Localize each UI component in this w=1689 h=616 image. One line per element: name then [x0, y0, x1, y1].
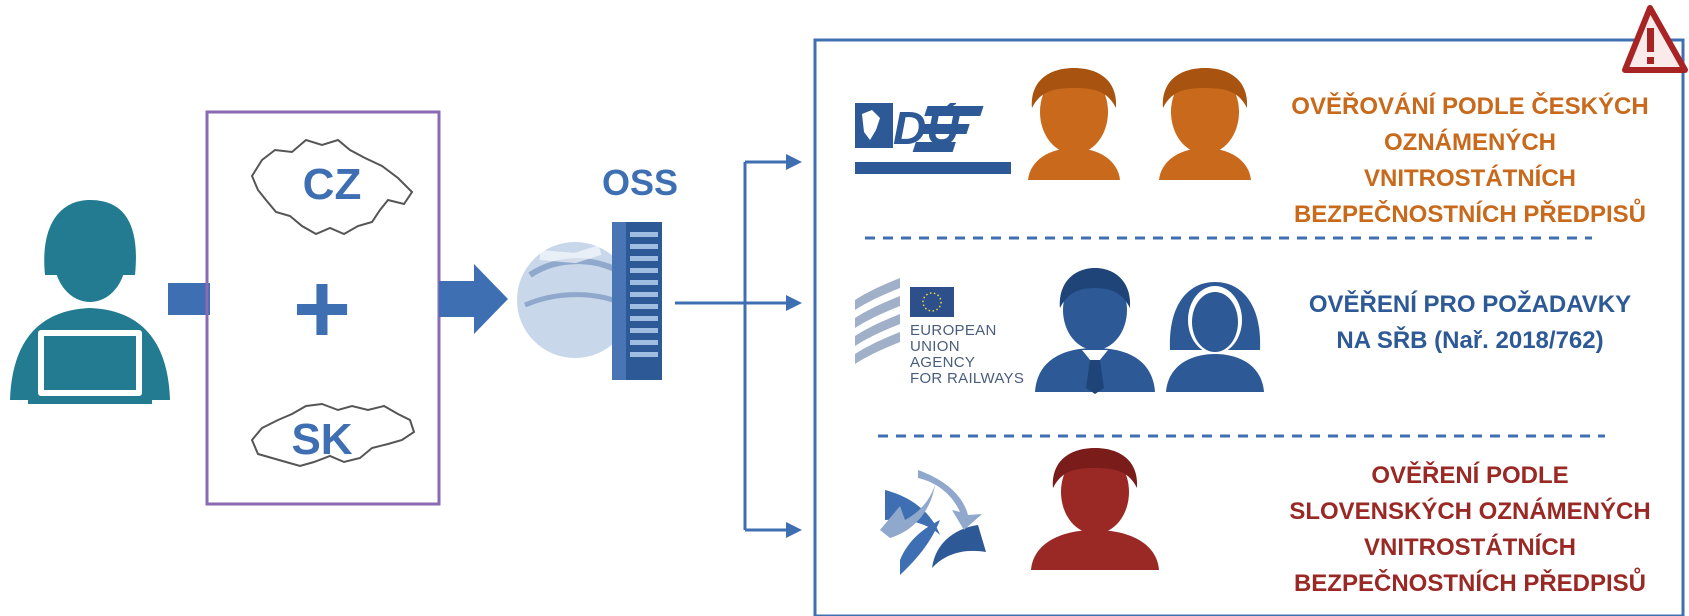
person-icon-blue-man — [1035, 268, 1155, 394]
row3-description: OVĚŘENÍ PODLE SLOVENSKÝCH OZNÁMENÝCH VNI… — [1289, 462, 1651, 597]
server-label: OSS — [601, 162, 679, 203]
arrow-to-server — [439, 281, 475, 317]
person-icon-red — [1031, 448, 1159, 570]
arrow-row2 — [786, 295, 802, 311]
user-at-laptop-icon — [10, 200, 170, 404]
arrow-to-countries — [168, 283, 210, 315]
du-logo — [855, 103, 1011, 174]
slovak-railway-logo — [880, 470, 986, 575]
row2-description: OVĚŘENÍ PRO POŽADAVKY NA SŘB (Nař. 2018/… — [1308, 291, 1632, 354]
person-icon-blue-woman — [1166, 282, 1264, 392]
arrow-row3 — [786, 522, 802, 538]
plus-sign: + — [292, 253, 352, 365]
country-label-cz: CZ — [302, 160, 362, 209]
eu-agency-logo — [855, 278, 954, 364]
eu-agency-logo-text: EUROPEAN UNION AGENCY FOR RAILWAYS — [910, 322, 1025, 387]
slovakia-map-icon — [250, 402, 416, 468]
row1-description: OVĚŘOVÁNÍ PODLE ČESKÝCH OZNÁMENÝCH VNITR… — [1291, 93, 1649, 228]
country-label-sk: SK — [291, 415, 353, 464]
warning-icon — [1622, 5, 1688, 73]
arrow-row1 — [786, 154, 802, 170]
person-icon-orange-2 — [1159, 68, 1251, 180]
branch-connector — [675, 160, 790, 532]
czech-map-icon — [250, 138, 414, 236]
verification-box — [813, 38, 1685, 616]
person-icon-orange-1 — [1028, 68, 1120, 180]
server-globe-icon — [517, 222, 662, 380]
du-logo-text: DÚ — [893, 102, 960, 154]
